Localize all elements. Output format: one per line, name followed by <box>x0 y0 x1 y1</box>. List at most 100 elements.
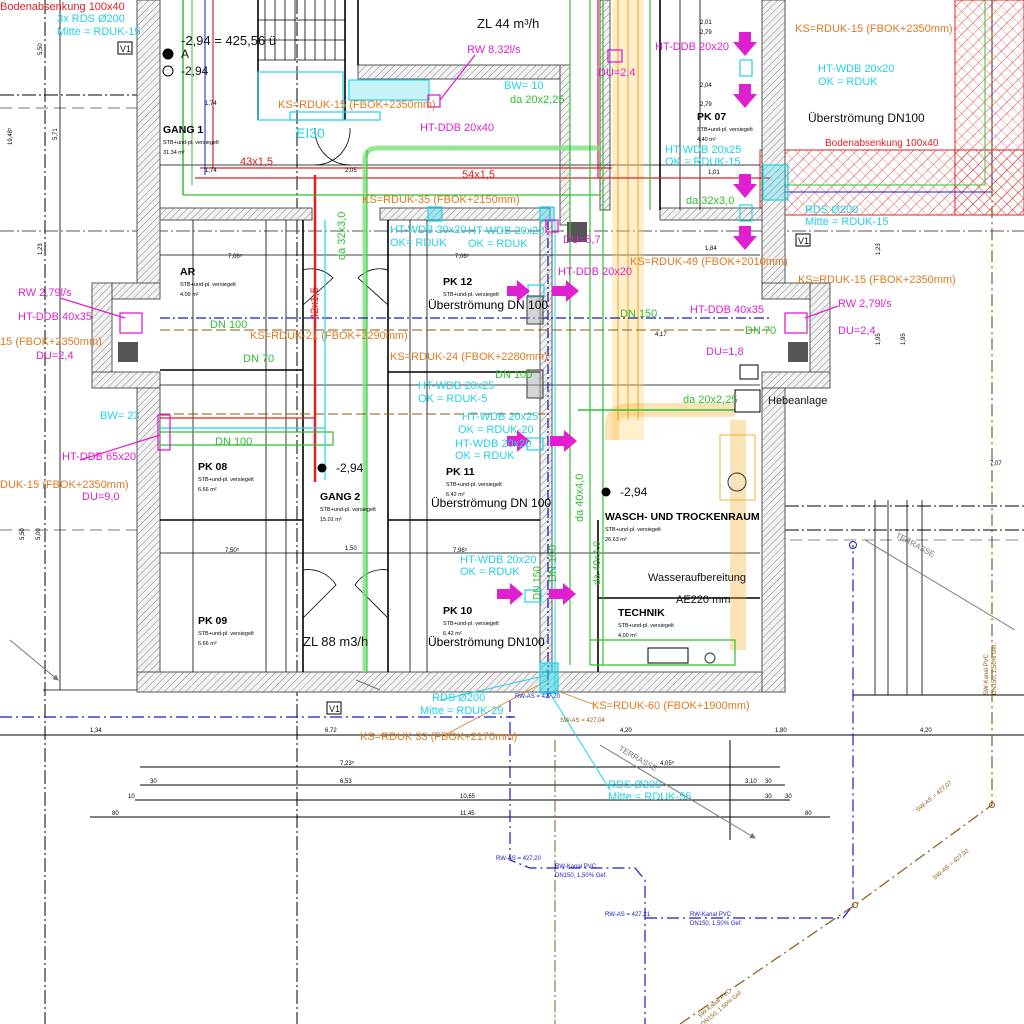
meter-symbol <box>704 652 716 664</box>
dimension-value: 80 <box>112 811 119 817</box>
room-area: 6.66 m² <box>198 487 217 493</box>
annotation-cyan: Mitte = RDUK-15 <box>57 26 140 38</box>
annotation-black: A <box>181 47 189 61</box>
room-name: WASCH- UND TROCKENRAUM <box>605 511 760 523</box>
annotation-magenta: RW 2,79l/s <box>838 298 892 310</box>
annotation-black: ZL 88 m3/h <box>303 634 368 649</box>
annotation-cyan: HT-WDB 20x20 <box>390 224 466 236</box>
room-floor-finish: STB+und-pl. versiegelt <box>198 477 254 483</box>
shaft-block <box>567 222 587 242</box>
dimension-value: 30 <box>785 794 792 800</box>
room-area: 6.42 m² <box>446 492 465 498</box>
annotation-magenta: HT-DDB 40x35 <box>690 304 764 316</box>
dimension-value: 30 <box>150 779 157 785</box>
annotation-orange: DUK-15 (FBOK+2350mm) <box>0 479 129 491</box>
room-floor-finish: STB+und-pl. versiegelt <box>320 507 376 513</box>
room-area: 15.01 m² <box>320 517 342 523</box>
dimension-value: 7,50⁵ <box>225 547 240 554</box>
room-area: 4.40 m² <box>697 137 716 143</box>
room-area: 4.00 m² <box>618 633 637 639</box>
annotation-orange: KS=RDUK-24 (FBOK+2280mm) <box>390 351 548 363</box>
floor-drains <box>59 49 839 461</box>
annotation-cyan: HT-WDB 20x20 <box>468 225 544 237</box>
annotation-black: V1 <box>120 44 131 54</box>
room-floor-finish: STB+und-pl. versiegelt <box>618 623 674 629</box>
water-treatment-unit <box>647 364 761 664</box>
room-name: AR <box>180 266 196 278</box>
room-floor-finish: STB+und-pl. versiegelt <box>697 127 753 133</box>
shaft-block <box>118 342 138 362</box>
dimension-value: 1,74 <box>205 101 217 107</box>
dimension-value: 5,71 <box>53 128 59 140</box>
annotation-red: 42x1,5 <box>309 287 321 320</box>
room-area: 31.34 m² <box>163 150 185 156</box>
annotation-magenta: DU=2,4 <box>838 325 876 337</box>
annotation-blue: RW-AS = 427,20 <box>496 856 542 862</box>
terrace-slope-arrows <box>9 539 1016 839</box>
annotation-red: 43x1,5 <box>240 156 273 168</box>
dimension-value: 1,95 <box>876 333 882 345</box>
annotation-cyan: OK = RDUK-20 <box>458 424 534 436</box>
dimension-value: 4,17 <box>655 332 667 338</box>
duct-shafts <box>257 59 789 694</box>
dimension-value: 30 <box>765 779 772 785</box>
annotation-blue: RW-AS = 427,21 <box>605 912 651 918</box>
annotation-magenta: DU=2,4 <box>598 67 636 79</box>
dimension-value: 2,04 <box>700 83 712 89</box>
dimension-value: 4,20 <box>920 728 932 734</box>
dimension-value: 5,50 <box>38 43 44 55</box>
annotation-cyan: OK = RDUK-15 <box>665 156 741 168</box>
dimension-value: 7,07 <box>990 461 1002 467</box>
annotation-orange: KS=RDUK-60 (FBOK+1900mm) <box>592 700 750 712</box>
airflow-arrows <box>497 32 757 605</box>
dimension-value: 1,50 <box>345 546 357 552</box>
pipe-runs <box>0 0 993 1024</box>
annotation-brown: SW-Kanal PVC <box>984 653 990 695</box>
dimension-value: 3,10 <box>745 779 757 785</box>
dimension-value: 1,84 <box>705 246 717 252</box>
room-floor-finish: STB+und-pl. versiegelt <box>446 482 502 488</box>
annotation-brown: SW-AS = 427,02 <box>932 848 971 882</box>
annotation-magenta: DU=5,7 <box>563 234 601 246</box>
annotation-magenta: RW 8,32l/s <box>467 44 521 56</box>
annotation-green: DN 70 <box>243 353 274 365</box>
room-overflow-note: Überströmung DN 100 <box>431 496 551 510</box>
annotation-cyan: OK = RDUK <box>460 566 520 578</box>
annotation-cyan: OK = RDUK <box>818 76 878 88</box>
dimension-value: 5,50 <box>20 528 26 540</box>
annotation-orange: KS=RDUK-15 (FBOK+2350mm) <box>798 274 956 286</box>
annotation-black: -2,94 = 425,56 ü <box>181 33 276 48</box>
annotation-cyan: HT-WDB 20x25 <box>418 380 494 392</box>
annotation-red: Bodenabsenkung 100x40 <box>825 138 939 149</box>
annotation-green: da 20x2,25 <box>510 94 564 106</box>
annotation-green: da 40x4,0 <box>574 474 586 522</box>
annotation-cyan: RDS Ø200 <box>432 692 485 704</box>
annotation-cyan: RDS Ø200 <box>608 779 661 791</box>
annotation-green: DN 100 <box>547 545 559 582</box>
dimension-value: 2,05 <box>345 168 357 174</box>
annotation-blue: RW-Kanal PVC <box>690 912 732 918</box>
annotation-black: -2,94 <box>181 64 209 78</box>
annotation-magenta: RW 2,79l/s <box>18 287 72 299</box>
annotation-cyan: HT-WDB 20x25 <box>462 411 538 423</box>
annotation-cyan: BW= 23 <box>100 410 139 422</box>
annotation-cyan: OK = RDUK <box>455 450 515 462</box>
annotation-blue: RW-Kanal PVC <box>555 864 597 870</box>
annotation-cyan: HT-WDB 20x20 <box>818 63 894 75</box>
walls <box>91 0 831 693</box>
drain-point <box>989 802 995 808</box>
door-swings <box>302 127 389 619</box>
section-markers <box>117 41 811 715</box>
annotation-black: V1 <box>798 236 809 246</box>
floor-lowering-hatch <box>759 0 1024 216</box>
annotation-cyan: EI30 <box>296 125 325 141</box>
annotation-cyan: OK = RDUK-5 <box>418 393 487 405</box>
dimension-value: 6,53 <box>340 779 352 785</box>
